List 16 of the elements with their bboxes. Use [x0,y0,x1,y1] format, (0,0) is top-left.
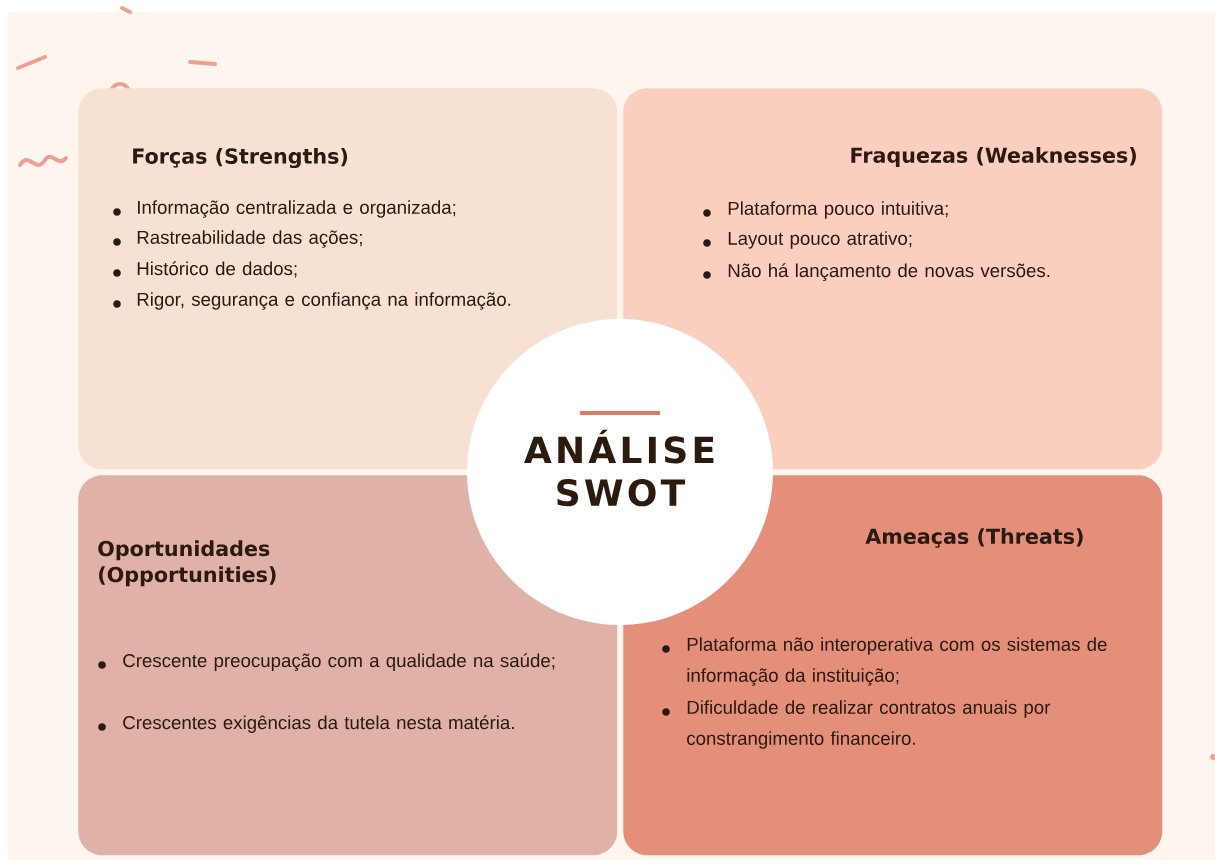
heading: Ameaças (Threats) [865,528,1083,548]
heading: Oportunidades (Opportunities) [98,540,276,587]
bullet-item: Layout pouco atrativo; [703,231,912,249]
bullet-item: Rastreabilidade das ações; [113,230,362,248]
bullet-item: Crescente preocupação com a qualidade na saúde; [98,653,555,671]
heading: Forças (Strengths) [133,147,348,169]
bullet-item: Não há lançamento de novas versões. [703,263,1050,281]
bullet-item: Crescentes exigências da tutela nesta matéria. [98,715,514,733]
bullet-item: Informação centralizada e organizada; [113,200,456,218]
bullet-item: Plataforma não interoperativa com os sistemas de informação da instituição; [662,637,1107,686]
title-text: ANÁLISE SWOT [524,429,714,507]
bullet-item: Plataforma pouco intuitiva; [703,201,948,219]
bullet-item: Histórico de dados; [113,261,297,278]
bullet-item: Dificuldade de realizar contratos anuais por constrangimento financeiro. [662,700,1051,749]
heading: Fraquezas (Weaknesses) [851,147,1136,167]
bullet-item: Rigor, segurança e confiança na informação. [113,292,511,310]
